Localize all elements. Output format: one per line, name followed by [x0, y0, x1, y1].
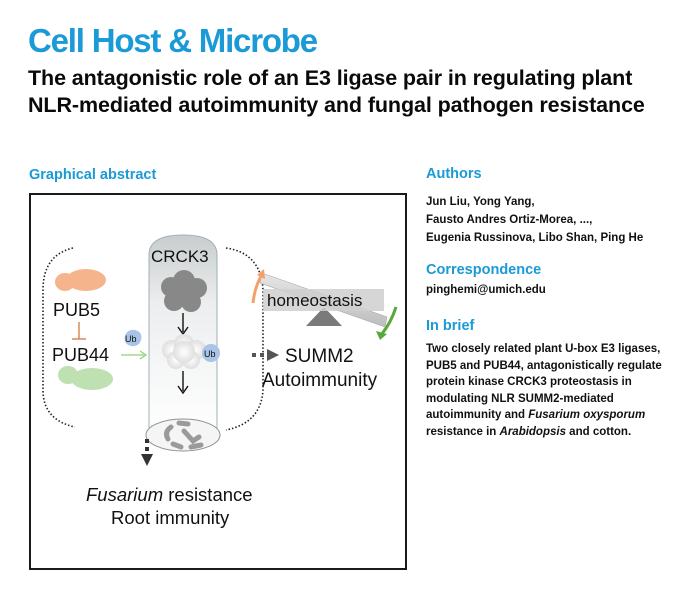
svg-text:Ub: Ub: [204, 349, 216, 359]
crck3-label: CRCK3: [151, 247, 209, 266]
pub5-label: PUB5: [53, 300, 100, 320]
article-title: The antagonistic role of an E3 ligase pa…: [28, 66, 645, 117]
dotted-arrow-fusarium: [141, 439, 153, 466]
in-brief-text: Two closely related plant U-box E3 ligas…: [426, 341, 688, 440]
ubiquitin-tag-icon: Ub: [202, 344, 220, 362]
author-line: Eugenia Russinova, Libo Shan, Ping He: [426, 232, 644, 244]
species-name: Arabidopsis: [499, 425, 566, 438]
summ2-label: SUMM2: [285, 346, 354, 367]
authors-heading: Authors: [426, 166, 482, 182]
fusarium-resistance-label: Fusarium resistance: [86, 484, 253, 505]
root-immunity-label: Root immunity: [111, 507, 230, 528]
graphical-abstract-figure: PUB5 PUB44 Ub CRCK3: [29, 193, 407, 570]
ubiquitinated-crck3-icon: [162, 334, 206, 369]
in-brief-part: Two closely related plant U-box E3 ligas…: [426, 343, 662, 421]
author-line: Fausto Andres Ortiz-Morea, ...,: [426, 214, 593, 226]
dotted-arrow-summ2: [252, 349, 279, 361]
author-list: Jun Liu, Yong Yang, Fausto Andres Ortiz-…: [426, 193, 696, 247]
up-arrow-icon: [251, 272, 265, 304]
degraded-peptides-icon: [164, 420, 204, 450]
graphical-abstract-heading: Graphical abstract: [29, 167, 157, 183]
svg-text:Ub: Ub: [125, 334, 137, 344]
author-line: Jun Liu, Yong Yang,: [426, 196, 535, 208]
autoimmunity-label: Autoimmunity: [262, 370, 378, 391]
crck3-protein-icon: [161, 270, 207, 312]
correspondence-heading: Correspondence: [426, 262, 542, 278]
pub44-protein-icon: [58, 366, 113, 390]
pub44-label: PUB44: [52, 345, 109, 365]
species-name: Fusarium oxysporum: [528, 409, 646, 421]
ubiquitin-icon: Ub: [124, 329, 142, 347]
correspondence-email[interactable]: pinghemi@umich.edu: [426, 284, 546, 296]
in-brief-part: resistance in: [426, 425, 500, 438]
in-brief-heading: In brief: [426, 318, 475, 334]
journal-name: Cell Host & Microbe: [28, 22, 318, 59]
homeostasis-label: homeostasis: [267, 291, 362, 310]
graphical-abstract-diagram: PUB5 PUB44 Ub CRCK3: [42, 234, 398, 528]
dotted-bracket-left: [42, 247, 76, 428]
pub5-protein-icon: [55, 269, 106, 291]
dotted-bracket-right: [225, 247, 264, 431]
in-brief-part: and cotton.: [565, 425, 632, 438]
